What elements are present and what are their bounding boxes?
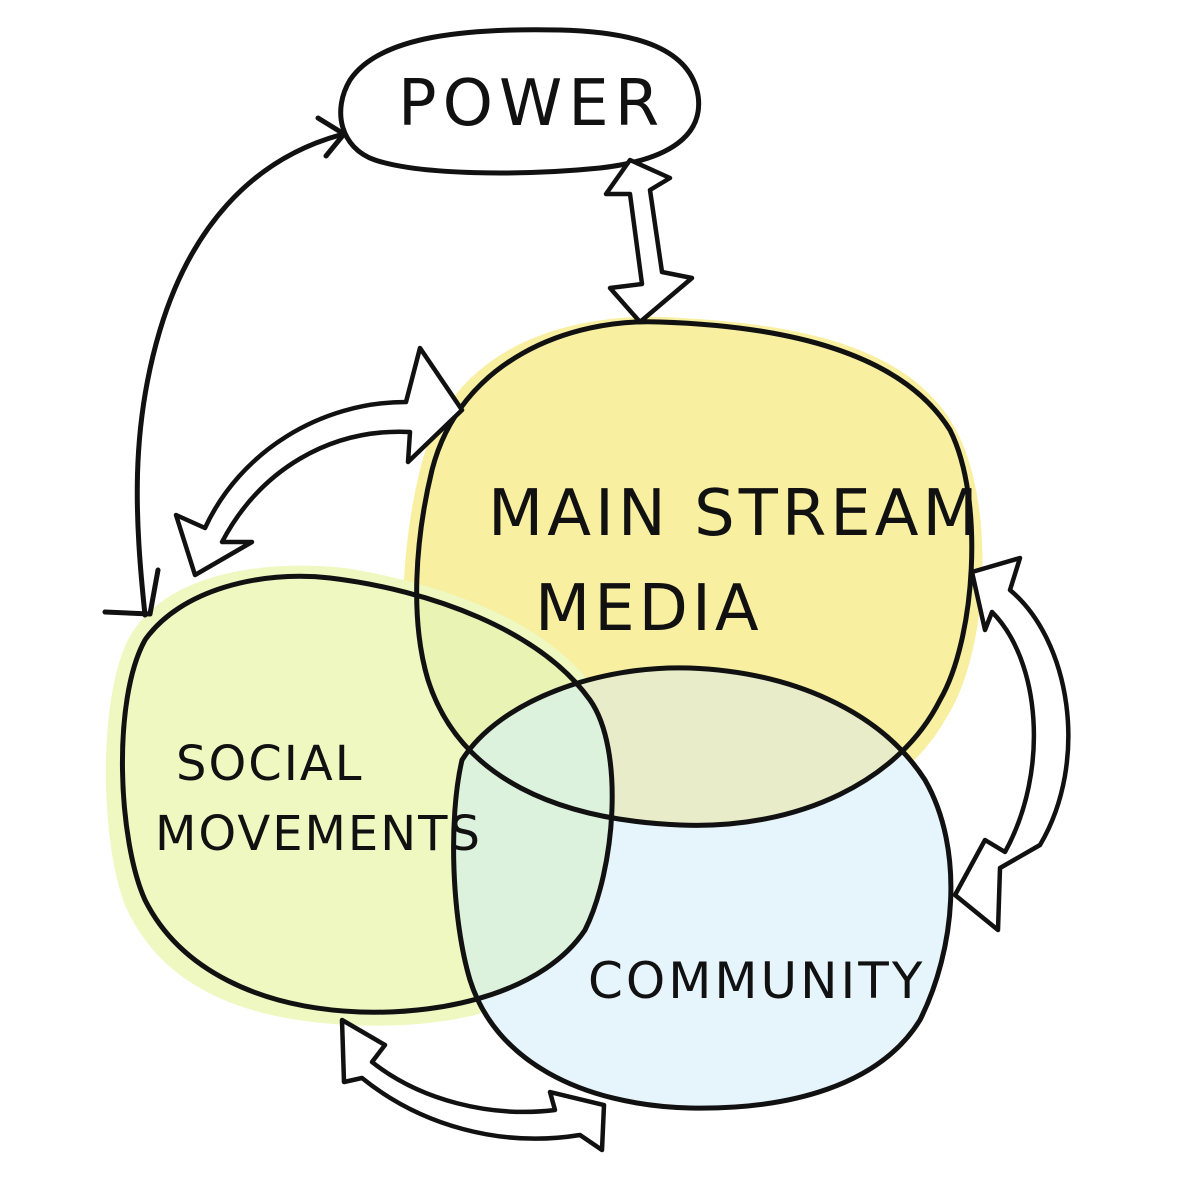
social-label-line1: SOCIAL — [176, 736, 364, 792]
arrow-power-media — [603, 157, 695, 325]
power-label: POWER — [398, 67, 665, 141]
power-oval — [338, 27, 702, 176]
media-label-line1: MAIN STREAM — [488, 477, 982, 551]
community-circle — [451, 665, 954, 1111]
social-label-line2: MOVEMENTS — [155, 806, 482, 862]
arrow-social-community — [339, 1017, 607, 1153]
arrow-media-community — [952, 555, 1071, 933]
arrowhead-social-top — [102, 567, 161, 617]
arrowhead-power — [315, 115, 347, 159]
media-label-line2: MEDIA — [535, 572, 763, 646]
media-circle — [414, 319, 975, 828]
community-label: COMMUNITY — [588, 952, 925, 1010]
social-circle — [119, 573, 615, 1015]
arrow-power-social — [134, 132, 343, 618]
overlap-media-social — [416, 576, 613, 826]
arrow-media-social — [173, 345, 465, 578]
